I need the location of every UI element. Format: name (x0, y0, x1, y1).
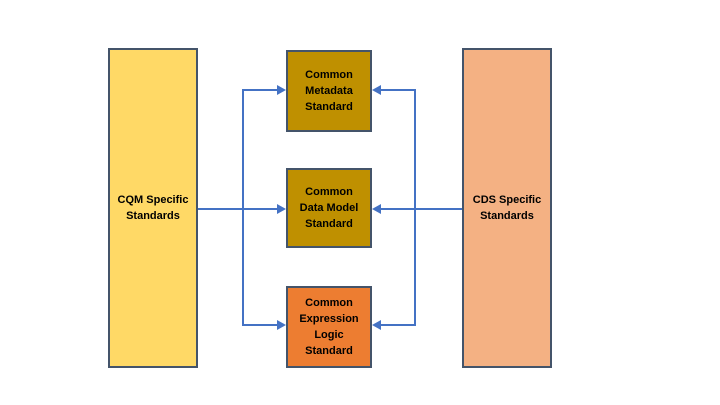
connector-cds-to-metadata (381, 89, 416, 91)
node-label: Common Data Model Standard (299, 186, 359, 230)
arrowhead-into-expression-logic-right (372, 320, 381, 330)
node-cds-specific-standards: CDS Specific Standards (462, 48, 552, 368)
node-label: CDS Specific Standards (472, 194, 542, 222)
arrowhead-into-data-model-right (372, 204, 381, 214)
connector-cds-to-expression-logic (381, 324, 416, 326)
arrowhead-into-data-model-left (277, 204, 286, 214)
node-cqm-specific-standards: CQM Specific Standards (108, 48, 198, 368)
node-common-metadata-standard: Common Metadata Standard (286, 50, 372, 132)
node-label: Common Expression Logic Standard (299, 297, 359, 357)
node-common-data-model-standard: Common Data Model Standard (286, 168, 372, 248)
node-label: Common Metadata Standard (305, 69, 353, 113)
connector-cqm-branch-vertical (242, 89, 244, 326)
node-common-expression-logic-standard: Common Expression Logic Standard (286, 286, 372, 368)
connector-cds-to-data-model (381, 208, 462, 210)
arrowhead-into-metadata-right (372, 85, 381, 95)
connector-cqm-to-metadata (242, 89, 278, 91)
connector-cqm-to-data-model (198, 208, 278, 210)
arrowhead-into-expression-logic-left (277, 320, 286, 330)
connector-cds-branch-vertical (414, 89, 416, 326)
arrowhead-into-metadata-left (277, 85, 286, 95)
connector-cqm-to-expression-logic (242, 324, 278, 326)
node-label: CQM Specific Standards (117, 194, 189, 222)
